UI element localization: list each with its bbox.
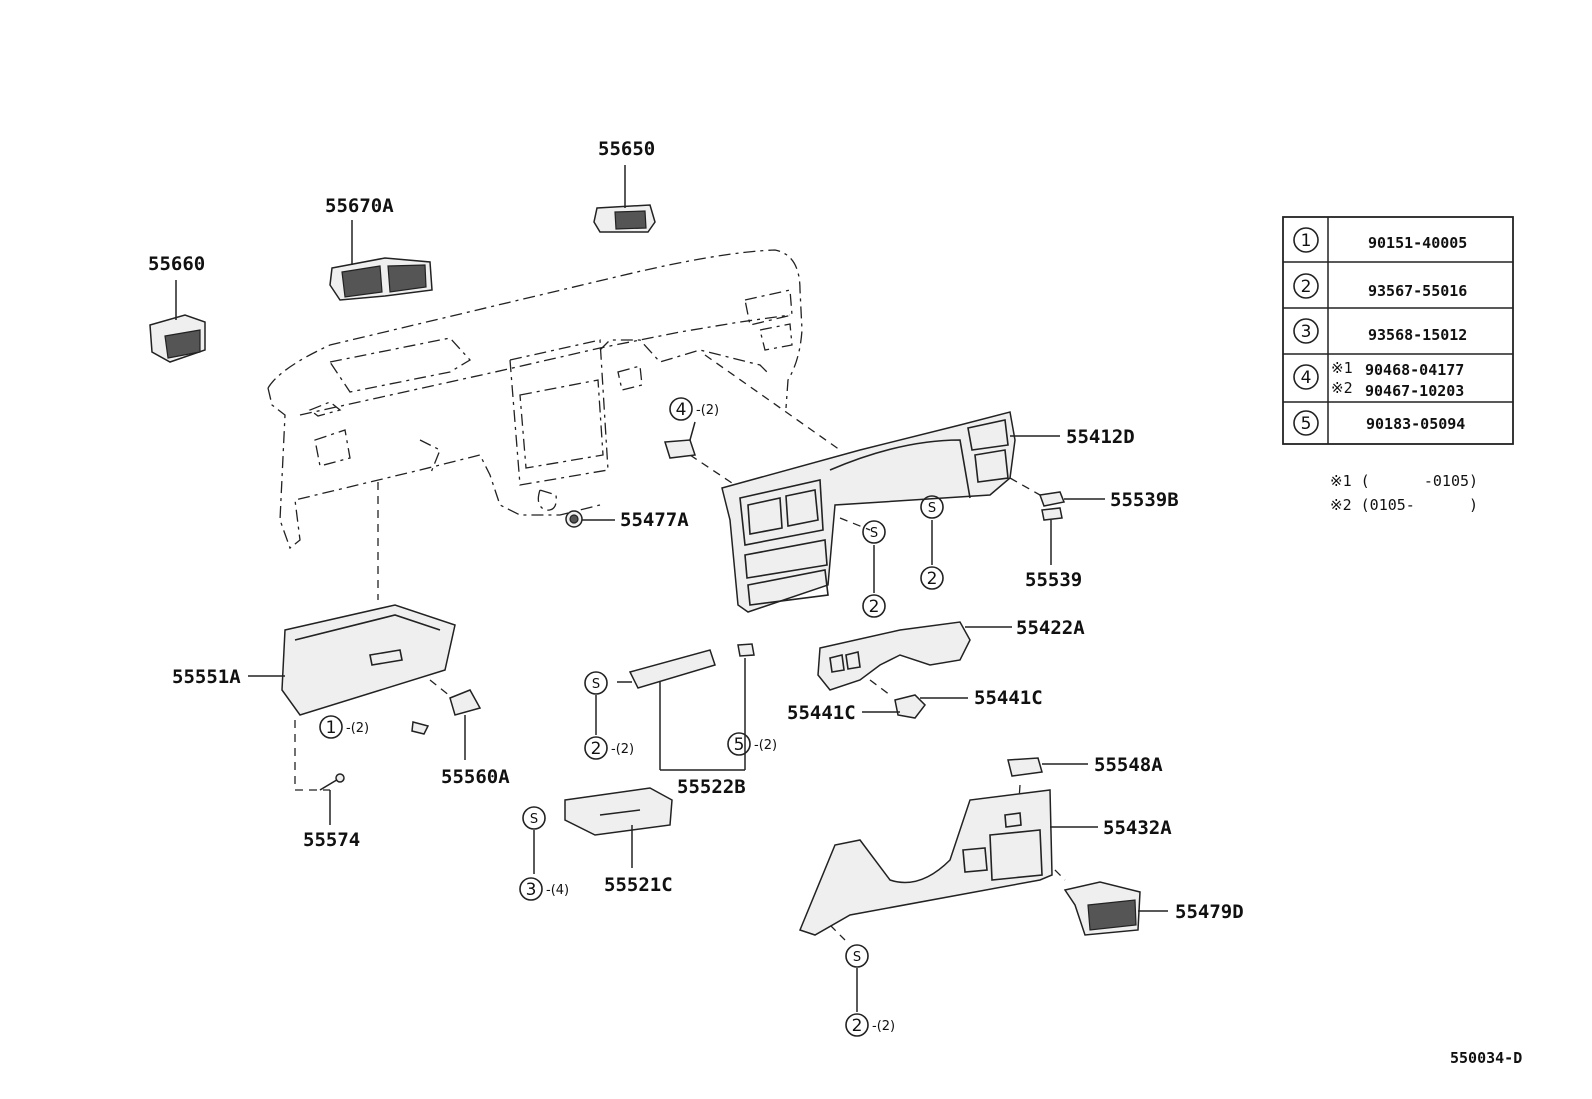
label-55522B: 55522B [677,776,746,798]
table-mark-4b: ※2 [1331,379,1353,397]
label-55441C-right: 55441C [974,687,1043,709]
label-55660: 55660 [148,253,205,275]
label-55521C: 55521C [604,874,673,896]
footnotes: ※1 ( -0105) ※2 (0105- ) [1330,472,1478,514]
callout-3: 3 [526,880,537,900]
glove-compartment-55551A [281,604,456,716]
s-mark-3: S [592,677,600,692]
label-55479D: 55479D [1175,901,1244,923]
callout-2a-qty: -(2) [611,742,634,757]
register-55650 [593,204,656,233]
table-num-1: 1 [1301,231,1312,251]
bracket-part4 [664,439,697,459]
label-55477A: 55477A [620,509,689,531]
s-mark-2: S [928,501,936,516]
cluster-finish-panel-55412D [721,411,1016,613]
table-part-2: 93567-55016 [1368,282,1467,300]
instrument-panel [267,249,803,550]
note-1: ※1 ( -0105) [1330,472,1478,490]
part-number-table: 1 90151-40005 2 93567-55016 3 93568-1501… [1282,216,1514,445]
callout-1: 1 [326,718,337,738]
table-part-3: 93568-15012 [1368,326,1467,344]
table-mark-4a: ※1 [1331,359,1353,377]
hinge-55574 [319,773,345,791]
knob-55477A [565,510,583,528]
callout-2-right: 2 [927,569,938,589]
lower-finish-panel-55422A [817,621,971,691]
table-part-4b: 90467-10203 [1365,382,1464,400]
callout-4-qty: -(2) [696,403,719,418]
callout-5-qty: -(2) [754,738,777,753]
cover-55548A [1007,757,1043,777]
s-mark-5: S [853,950,861,965]
pocket-55521C [564,787,673,836]
clip-55539 [1041,507,1063,521]
table-part-5: 90183-05094 [1366,415,1465,433]
part-labels: 55650 55670A 55660 55412D 55539B 55539 5… [148,138,1244,923]
label-55560A: 55560A [441,766,510,788]
s-mark-4: S [530,812,538,827]
lock-55560A [449,689,482,716]
note-2: ※2 (0105- ) [1330,496,1478,514]
lower-panel-55432A [799,789,1053,936]
diagram-code: 550034-D [1450,1049,1522,1067]
callout-2-center: 2 [869,597,880,617]
label-55548A: 55548A [1094,754,1163,776]
callout-2b-qty: -(2) [872,1019,895,1034]
label-55412D: 55412D [1066,426,1135,448]
callout-5: 5 [734,735,745,755]
label-55551A: 55551A [172,666,241,688]
leader-lines [175,165,1168,1012]
s-mark-1: S [870,526,878,541]
label-55539: 55539 [1025,569,1082,591]
label-55432A: 55432A [1103,817,1172,839]
table-num-2: 2 [1301,277,1312,297]
table-num-5: 5 [1301,414,1312,434]
callouts: 4 -(2) S 2 S 2 1 -(2) S 2 -(2) 5 -(2) S … [319,397,944,1037]
table-part-1: 90151-40005 [1368,234,1467,252]
screw-part1 [411,721,430,735]
callout-2a: 2 [591,739,602,759]
table-part-4a: 90468-04177 [1365,361,1464,379]
register-55660 [149,314,206,363]
ashtray-55479D [1063,881,1141,936]
callout-1-qty: -(2) [346,721,369,736]
clip-55539B [1038,491,1066,507]
callout-3-qty: -(4) [546,883,569,898]
label-55422A: 55422A [1016,617,1085,639]
register-55670A [329,257,433,301]
label-55670A: 55670A [325,195,394,217]
label-55650: 55650 [598,138,655,160]
box-55522B [628,643,755,689]
table-num-3: 3 [1301,322,1312,342]
callout-2b: 2 [852,1016,863,1036]
callout-4: 4 [676,400,687,420]
table-num-4: 4 [1301,368,1312,388]
label-55539B: 55539B [1110,489,1179,511]
label-55574: 55574 [303,829,360,851]
label-55441C-left: 55441C [787,702,856,724]
